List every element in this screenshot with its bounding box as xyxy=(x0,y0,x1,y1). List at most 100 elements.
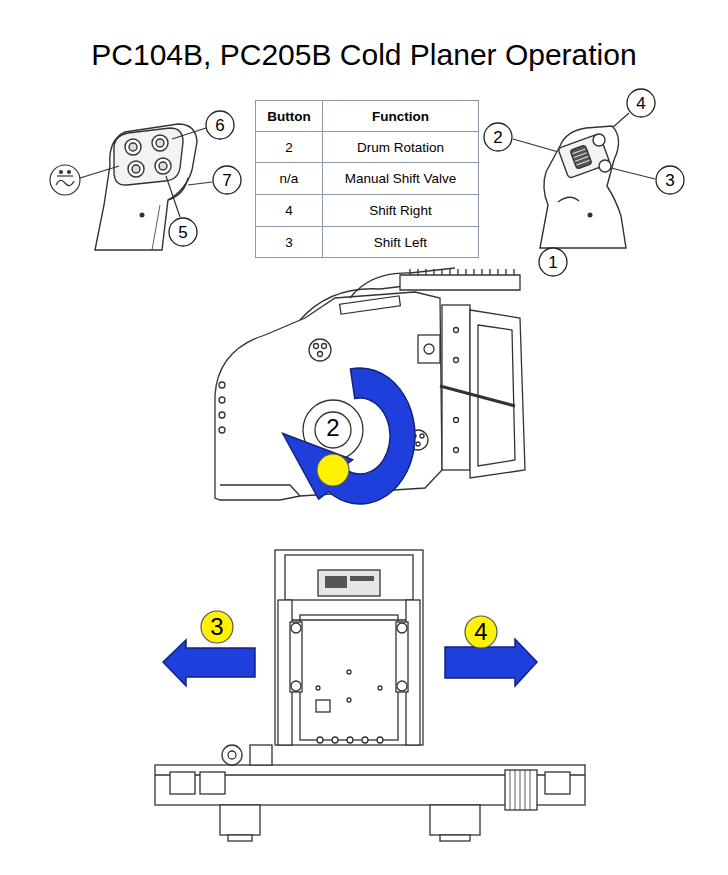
right-joystick xyxy=(576,160,589,165)
planer-front-view xyxy=(510,770,530,810)
marker-circle: 3 xyxy=(200,610,234,644)
callout-number: 5 xyxy=(178,224,187,241)
planer-front-view xyxy=(377,737,383,743)
planer-front-view xyxy=(318,570,380,596)
planer-side-view xyxy=(424,344,434,354)
callout-circle: 7 xyxy=(212,165,242,195)
planer-side-view xyxy=(220,485,300,496)
planer-front-view xyxy=(362,737,368,743)
right-joystick xyxy=(572,149,589,165)
leader-line xyxy=(611,168,655,179)
page-title: PC104B, PC205B Cold Planer Operation xyxy=(0,36,728,74)
shift-arrow xyxy=(445,639,537,686)
table-header: Button xyxy=(255,100,323,132)
planer-side-view xyxy=(314,344,319,349)
planer-front-view xyxy=(290,622,302,692)
callout-circle: 4 xyxy=(626,88,656,118)
function-icon xyxy=(67,170,71,174)
function-icon xyxy=(59,170,63,174)
planer-front-view xyxy=(285,555,413,600)
callout-number: 1 xyxy=(548,254,557,271)
planer-side-view xyxy=(440,386,515,406)
callout-circle: 6 xyxy=(205,110,235,140)
planer-front-view xyxy=(378,686,382,690)
planer-front-view xyxy=(291,623,301,633)
left-joystick xyxy=(155,158,171,174)
planer-side-view xyxy=(420,434,424,438)
planer-front-view xyxy=(170,772,195,794)
right-joystick xyxy=(558,133,610,178)
planer-side-view xyxy=(470,310,525,478)
left-joystick xyxy=(95,124,197,250)
planer-side-view xyxy=(416,442,420,446)
leader-line xyxy=(188,182,212,185)
marker-circle: 4 xyxy=(464,615,498,649)
function-icon xyxy=(57,175,73,176)
planer-front-view xyxy=(505,770,537,810)
right-joystick xyxy=(588,213,593,218)
callout-number: 7 xyxy=(222,172,231,189)
callout-circle: 1 xyxy=(538,247,568,277)
planer-side-view xyxy=(454,328,459,333)
planer-side-view xyxy=(318,352,323,357)
planer-front-view xyxy=(316,686,320,690)
callout-number: 4 xyxy=(474,620,487,644)
rotation-arrow xyxy=(283,368,415,504)
left-joystick xyxy=(140,213,145,218)
planer-side-view xyxy=(219,382,225,388)
circle-outline xyxy=(484,123,512,151)
right-joystick xyxy=(540,126,626,248)
circle-outline xyxy=(169,218,197,246)
callout-number: 4 xyxy=(636,95,645,112)
callout-number: 3 xyxy=(210,615,223,639)
table-cell: 2 xyxy=(255,131,323,163)
planer-front-view xyxy=(347,670,351,674)
planer-side-view xyxy=(418,335,440,363)
planer-front-view xyxy=(430,805,480,835)
right-joystick xyxy=(574,153,587,158)
left-joystick xyxy=(128,161,144,177)
planer-side-view xyxy=(454,418,459,423)
callout-circle: 5 xyxy=(168,217,198,247)
planer-side-view xyxy=(219,427,225,433)
marker-dot xyxy=(317,454,349,486)
marker-dot xyxy=(317,454,349,486)
right-joystick xyxy=(570,145,592,169)
left-joystick xyxy=(152,135,168,151)
planer-side-view xyxy=(340,296,401,314)
table-cell: 3 xyxy=(255,226,323,258)
planer-front-view xyxy=(332,737,338,743)
planer-front-view xyxy=(228,751,236,759)
table-cell: Drum Rotation xyxy=(322,131,479,163)
right-joystick xyxy=(558,197,579,202)
function-icon xyxy=(50,165,80,195)
callout-circle: 3 xyxy=(655,165,685,195)
planer-front-view xyxy=(325,576,347,588)
left-joystick xyxy=(152,205,160,250)
planer-front-view xyxy=(545,772,570,794)
leader-line xyxy=(172,128,206,139)
left-joystick xyxy=(95,124,197,250)
planer-front-view xyxy=(397,681,407,691)
circle-outline xyxy=(627,89,655,117)
right-joystick xyxy=(593,134,605,146)
planer-side-view xyxy=(219,397,225,403)
right-joystick xyxy=(575,156,588,161)
planer-front-view xyxy=(396,622,408,692)
planer-front-view xyxy=(347,737,353,743)
callout-number: 2 xyxy=(493,129,502,146)
planer-front-view xyxy=(155,550,585,841)
planer-front-view xyxy=(275,550,423,745)
planer-front-view xyxy=(250,745,272,765)
planer-front-view xyxy=(228,835,252,841)
function-icon xyxy=(56,180,74,185)
left-joystick xyxy=(129,143,137,151)
planer-front-view xyxy=(347,698,351,702)
planer-front-view xyxy=(291,681,301,691)
planer-front-view xyxy=(220,805,260,835)
callout-circle: 2 xyxy=(483,122,513,152)
planer-side-view xyxy=(478,325,515,466)
table-cell: Shift Right xyxy=(322,194,479,227)
circle-outline xyxy=(201,611,233,643)
